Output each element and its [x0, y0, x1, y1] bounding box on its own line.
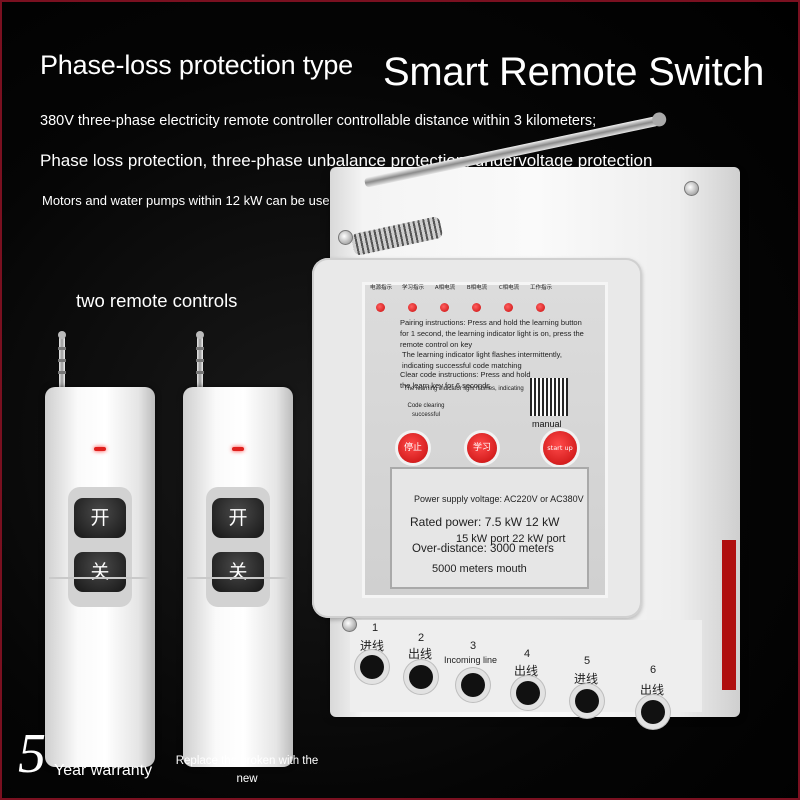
terminal-number: 6 [650, 664, 657, 676]
qr-code-icon[interactable] [530, 378, 568, 416]
terminal-hole [360, 655, 384, 679]
terminal-hole [409, 665, 433, 689]
feature-line-power: Motors and water pumps within 12 kW can … [42, 193, 382, 208]
warranty-years: 5 [18, 723, 46, 785]
indicator-label: 工作指示 [529, 285, 552, 291]
remote-on-button[interactable]: 开 [212, 498, 264, 538]
indicator-label: C相电流 [498, 285, 520, 291]
work-indicator-led [536, 303, 545, 312]
screw-icon [338, 230, 353, 245]
phase-b-led [472, 303, 481, 312]
spec-power: Rated power: 7.5 kW 12 kW [410, 515, 560, 529]
terminal-number: 5 [584, 655, 591, 667]
spec-mouth: 5000 meters mouth [432, 563, 527, 575]
phase-a-led [440, 303, 449, 312]
terminal-number: 3 [470, 640, 477, 652]
terminal-label: 出线 [408, 647, 433, 661]
indicator-label: A相电流 [434, 285, 456, 291]
terminal-number: 4 [524, 648, 531, 660]
terminal-number: 2 [418, 632, 425, 644]
qr-manual-label: manual [532, 419, 562, 429]
remote-control-1: 开 关 [45, 331, 155, 767]
power-indicator-led [376, 303, 385, 312]
antenna-icon [58, 331, 66, 389]
clear-success-text: Code clearing successful [407, 403, 445, 418]
type-label: Phase-loss protection type [40, 50, 353, 80]
remote-off-button[interactable]: 关 [212, 552, 264, 592]
cleared-instructions: The learning indicator light flashes, in… [404, 386, 524, 392]
remotes-title: two remote controls [76, 290, 238, 311]
replace-label: Replace the broken with the new [175, 755, 319, 785]
feature-line-distance: 380V three-phase electricity remote cont… [40, 113, 597, 129]
indicator-label: B相电流 [466, 285, 488, 291]
indicator-label: 学习指示 [401, 285, 424, 291]
clear-instructions: Clear code instructions: Press and hold … [400, 370, 531, 390]
terminal-label: 进线 [360, 639, 385, 653]
terminal-label: 进线 [574, 672, 599, 686]
terminal-label: 出线 [514, 664, 539, 678]
product-name: Smart Remote Switch [383, 50, 765, 94]
learn-indicator-led [408, 303, 417, 312]
spec-voltage: Power supply voltage: AC220V or AC380V [414, 494, 584, 504]
terminal-hole [575, 689, 599, 713]
stop-button[interactable]: 停止 [398, 433, 428, 463]
spec-label: Power supply voltage: AC220V or AC380V R… [390, 467, 589, 589]
remote-on-button[interactable]: 开 [74, 498, 126, 538]
terminal-hole [641, 700, 665, 724]
warranty-label: Year warranty [54, 762, 153, 779]
spec-ports: 15 kW port 22 kW port [456, 533, 566, 545]
remote-off-button[interactable]: 关 [74, 552, 126, 592]
learning-instructions: The learning indicator light flashes int… [402, 350, 562, 370]
learn-button[interactable]: 学习 [467, 433, 497, 463]
remote-control-2: 开 关 [183, 331, 293, 767]
screw-icon [684, 181, 699, 196]
warning-sticker [722, 540, 736, 690]
terminal-hole [461, 673, 485, 697]
spec-distance: Over-distance: 3000 meters [412, 543, 554, 555]
indicator-label: 电源指示 [369, 285, 392, 291]
remote-led [232, 447, 244, 451]
terminal-hole [516, 681, 540, 705]
screw-icon [342, 617, 357, 632]
incoming-line-label: Incoming line [444, 655, 498, 665]
pairing-instructions: Pairing instructions: Press and hold the… [400, 318, 584, 349]
terminal-label: 出线 [640, 683, 665, 697]
remote-led [94, 447, 106, 451]
start-button[interactable]: start up [543, 431, 577, 465]
phase-c-led [504, 303, 513, 312]
terminal-number: 1 [372, 622, 379, 634]
antenna-icon [196, 331, 204, 389]
